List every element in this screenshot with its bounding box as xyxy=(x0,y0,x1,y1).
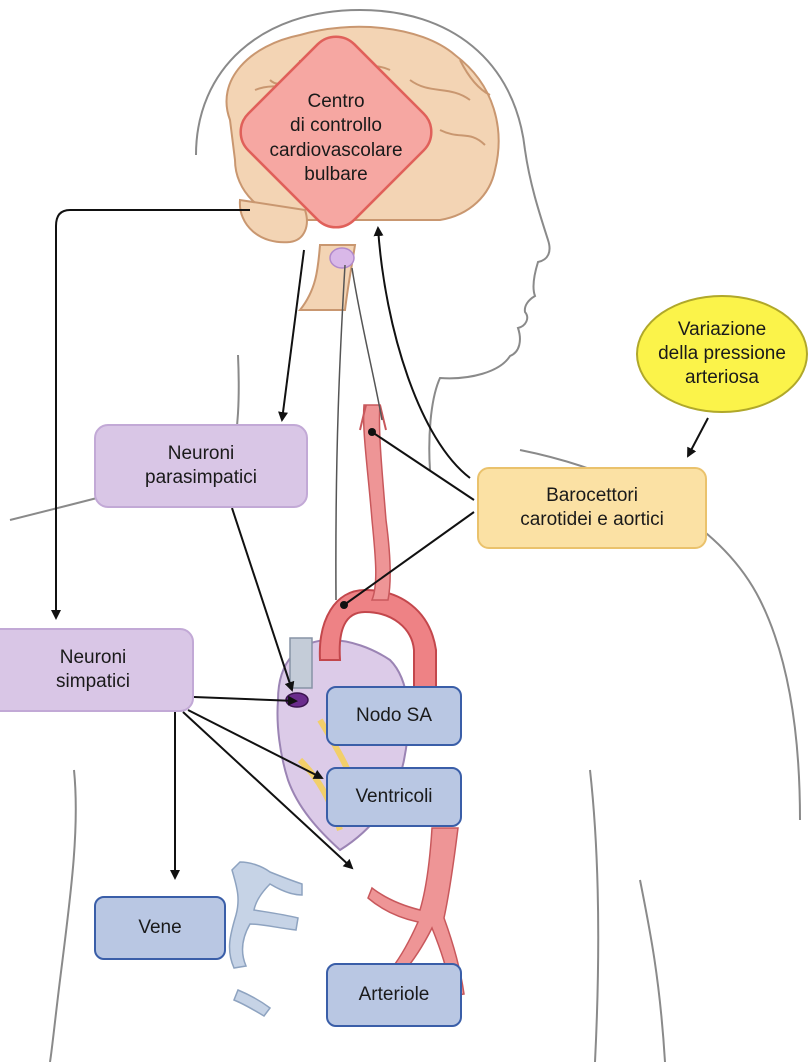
control-center-line-3: cardiovascolare xyxy=(256,139,416,163)
baroreceptors-line-1: Barocettori xyxy=(546,484,638,508)
arrow-center-to-sympathetic xyxy=(56,210,250,618)
sa-node-label: Nodo SA xyxy=(356,704,432,728)
ventricles-label: Ventricoli xyxy=(355,785,432,809)
sa-node-box: Nodo SA xyxy=(326,686,462,746)
arrow-stimulus-to-baroreceptors xyxy=(688,418,708,456)
arterioles-label: Arteriole xyxy=(359,983,430,1007)
stimulus-oval: Variazione della pressione arteriosa xyxy=(636,295,808,413)
sympathetic-line-2: simpatici xyxy=(56,670,130,694)
control-center-label: Centro di controllo cardiovascolare bulb… xyxy=(256,90,416,187)
ventricles-box: Ventricoli xyxy=(326,767,462,827)
control-center-line-2: di controllo xyxy=(256,114,416,138)
control-center-line-4: bulbare xyxy=(256,163,416,187)
stimulus-line-3: arteriosa xyxy=(685,366,759,390)
baroreceptors-line-2: carotidei e aortici xyxy=(520,508,664,532)
arrow-parasympathetic-to-sa xyxy=(232,508,292,690)
arrow-center-to-parasympathetic xyxy=(282,250,304,420)
parasympathetic-line-2: parasimpatici xyxy=(145,466,257,490)
veins-label: Vene xyxy=(138,916,181,940)
veins-illustration xyxy=(230,862,302,1016)
line-baroreceptors-to-aorta xyxy=(344,512,474,605)
baroreceptors-box: Barocettori carotidei e aortici xyxy=(477,467,707,549)
sympathetic-line-1: Neuroni xyxy=(60,646,127,670)
control-center-line-1: Centro xyxy=(256,90,416,114)
arrow-baroreceptors-to-center xyxy=(378,228,470,478)
stimulus-line-1: Variazione xyxy=(678,318,766,342)
veins-box: Vene xyxy=(94,896,226,960)
parasympathetic-line-1: Neuroni xyxy=(168,442,235,466)
line-baroreceptors-to-carotid xyxy=(372,432,474,500)
parasympathetic-box: Neuroni parasimpatici xyxy=(94,424,308,508)
arterioles-box: Arteriole xyxy=(326,963,462,1027)
stimulus-line-2: della pressione xyxy=(658,342,786,366)
sympathetic-box: Neuroni simpatici xyxy=(0,628,194,712)
